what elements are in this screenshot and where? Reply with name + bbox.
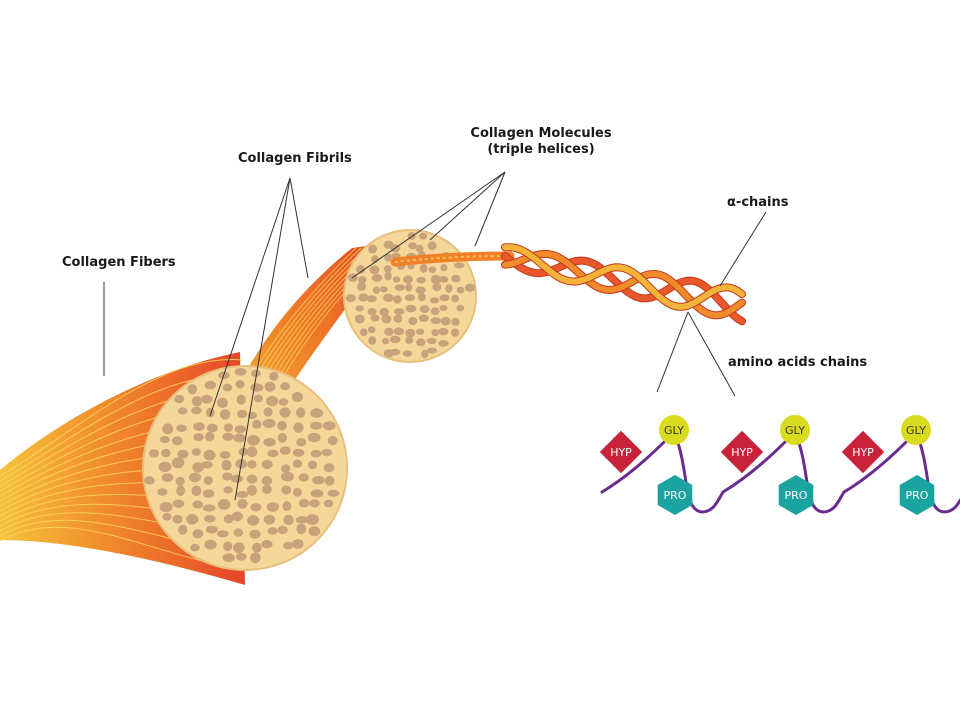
pro-label: PRO	[785, 489, 808, 502]
leader-fibrils-3	[289, 177, 309, 279]
leader-amino-2	[687, 311, 736, 397]
fibril-cross-section	[343, 229, 477, 363]
pro-label: PRO	[664, 489, 687, 502]
label-collagen-molecules-line1: Collagen Molecules	[470, 126, 612, 141]
amino-acid-unit: HYP GLY PRO	[599, 415, 693, 515]
hyp-label: HYP	[610, 446, 632, 459]
gly-label: GLY	[664, 424, 684, 437]
amino-acid-unit: HYP GLY PRO	[841, 415, 935, 515]
label-amino-acids-chains: amino acids chains	[728, 355, 868, 370]
gly-residue: GLY	[659, 415, 689, 445]
pro-residue: PRO	[899, 475, 935, 515]
triple-helix-molecule	[390, 243, 746, 326]
amino-acid-chain: HYP GLY PRO HYP GLY PRO HYP GLY PRO	[599, 415, 960, 515]
leader-molecules-3	[474, 171, 506, 247]
leader-fibrils-1	[209, 177, 291, 417]
leader-molecules-1	[351, 171, 506, 279]
hyp-label: HYP	[731, 446, 753, 459]
pro-label: PRO	[906, 489, 929, 502]
leader-alpha-chains	[719, 211, 767, 287]
gly-label: GLY	[785, 424, 805, 437]
leader-amino-1	[656, 311, 689, 393]
leader-molecules-2	[429, 171, 506, 241]
label-collagen-molecules: Collagen Molecules (triple helices)	[466, 126, 616, 158]
pro-residue: PRO	[778, 475, 814, 515]
label-collagen-molecules-line2: (triple helices)	[487, 142, 595, 157]
fiber-cross-section	[142, 365, 348, 571]
pro-residue: PRO	[657, 475, 693, 515]
leader-lines	[103, 171, 767, 501]
amino-acid-unit: HYP GLY PRO	[720, 415, 814, 515]
gly-residue: GLY	[901, 415, 931, 445]
label-collagen-fibers: Collagen Fibers	[62, 255, 176, 270]
hyp-label: HYP	[852, 446, 874, 459]
label-alpha-chains: α-chains	[727, 195, 789, 210]
label-collagen-fibrils: Collagen Fibrils	[238, 151, 352, 166]
gly-residue: GLY	[780, 415, 810, 445]
gly-label: GLY	[906, 424, 926, 437]
leader-fibrils-2	[234, 177, 291, 501]
